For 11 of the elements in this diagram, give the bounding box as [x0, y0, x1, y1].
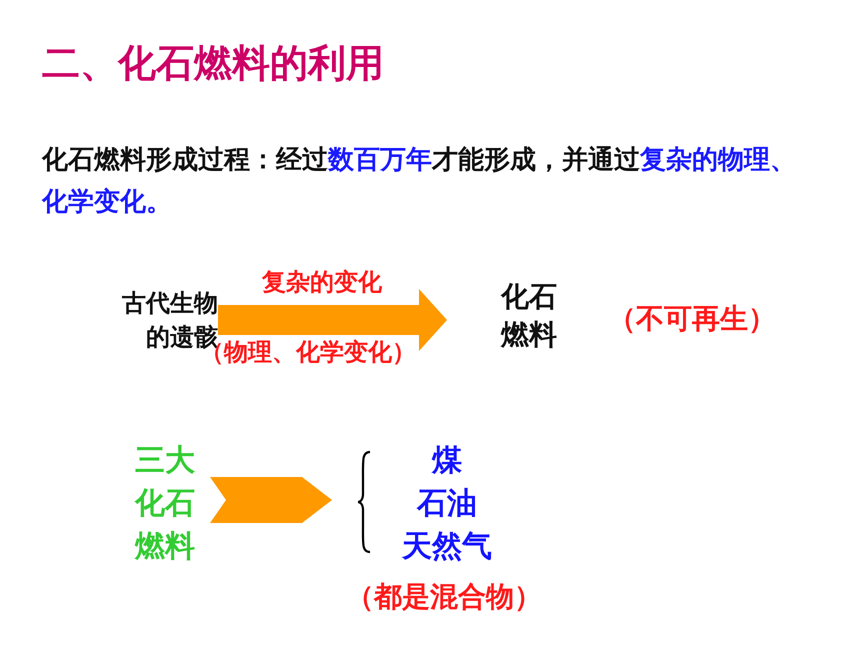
list-item-text: 天然气 [402, 528, 492, 566]
list-item-text: 煤 [432, 442, 462, 480]
slide-title: 二、化石燃料的利用 [42, 40, 384, 87]
node-text: 三大化石燃料 [134, 442, 196, 566]
note-text: （都是混合物） [346, 579, 542, 615]
list-item-text: 石油 [417, 484, 477, 522]
chevron-arrow [210, 477, 332, 523]
note-text: （不可再生） [608, 301, 776, 337]
block-arrow [218, 289, 447, 351]
description-paragraph: 化石燃料形成过程：经过数百万年才能形成，并通过复杂的物理、化学变化。 [42, 144, 797, 219]
node-text: 化石燃料 [500, 279, 557, 353]
